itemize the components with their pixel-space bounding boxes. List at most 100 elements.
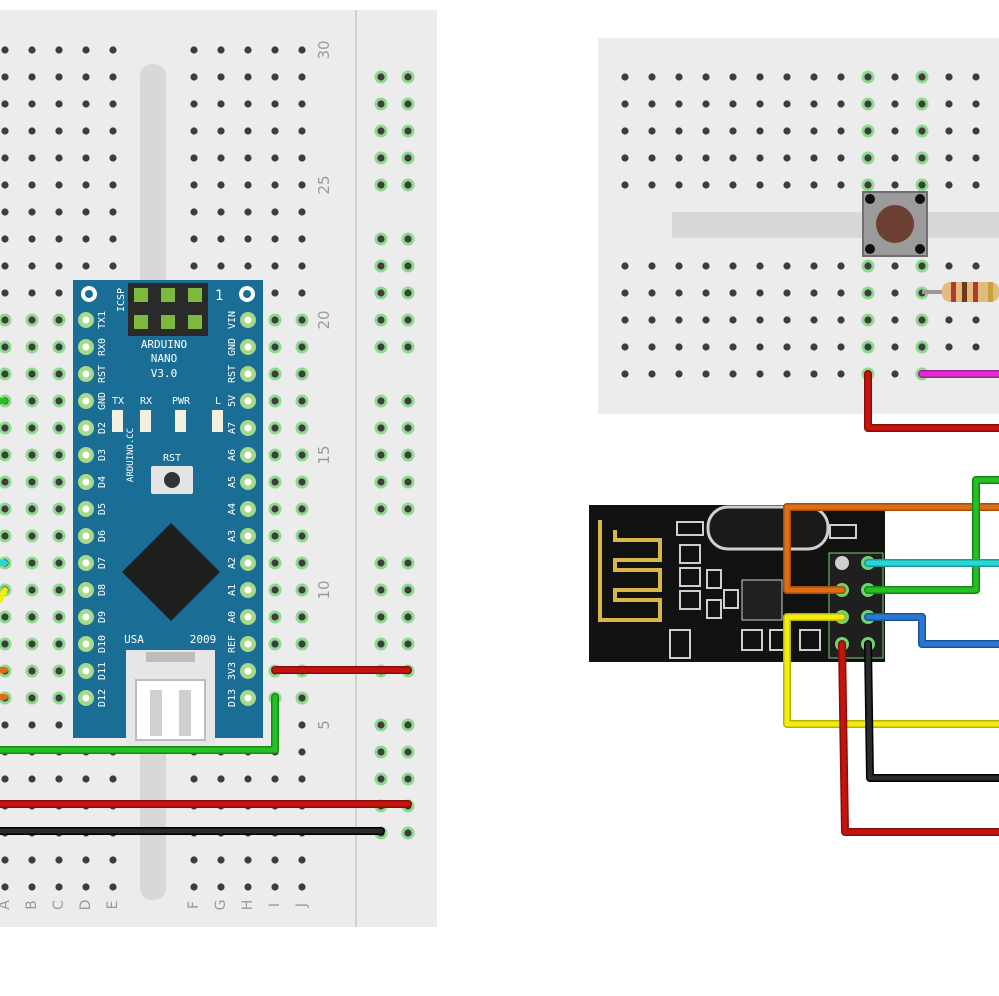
breadboard-hole bbox=[82, 208, 90, 216]
breadboard-hole bbox=[837, 127, 845, 135]
breadboard-hole bbox=[837, 154, 845, 162]
icsp-label: ICSP bbox=[116, 288, 127, 312]
power-rail-hole bbox=[377, 478, 385, 486]
breadboard-hole bbox=[217, 181, 225, 189]
wire-black-nrf bbox=[864, 640, 999, 782]
breadboard-hole bbox=[945, 181, 953, 189]
breadboard-hole bbox=[648, 262, 656, 270]
breadboard-hole bbox=[28, 775, 36, 783]
origin-label: USA bbox=[124, 633, 144, 646]
breadboard-hole bbox=[271, 451, 279, 459]
website-label: ARDUINO.CC bbox=[126, 428, 136, 482]
power-rail-hole bbox=[404, 397, 412, 405]
power-rail-hole bbox=[404, 316, 412, 324]
resistor-band-2 bbox=[962, 282, 967, 302]
breadboard-hole bbox=[271, 289, 279, 297]
breadboard-hole bbox=[918, 73, 926, 81]
power-rail-hole bbox=[404, 559, 412, 567]
breadboard-hole bbox=[55, 532, 63, 540]
breadboard-hole bbox=[271, 370, 279, 378]
breadboard-hole bbox=[271, 640, 279, 648]
breadboard-hole bbox=[891, 154, 899, 162]
power-rail-hole bbox=[377, 775, 385, 783]
breadboard-hole bbox=[55, 127, 63, 135]
breadboard-hole bbox=[298, 478, 306, 486]
breadboard-hole bbox=[837, 262, 845, 270]
breadboard-hole bbox=[648, 181, 656, 189]
power-rail-hole bbox=[377, 262, 385, 270]
breadboard-hole bbox=[55, 721, 63, 729]
power-rail-hole bbox=[377, 748, 385, 756]
breadboard-hole bbox=[298, 397, 306, 405]
column-letter-i: I bbox=[267, 903, 283, 907]
breadboard-hole bbox=[217, 100, 225, 108]
breadboard-hole bbox=[1, 775, 9, 783]
power-rail-hole bbox=[404, 613, 412, 621]
push-button[interactable] bbox=[862, 191, 928, 257]
breadboard-hole bbox=[190, 262, 198, 270]
wire-orange-nrf bbox=[783, 503, 999, 594]
breadboard-hole bbox=[244, 154, 252, 162]
power-rail-hole bbox=[377, 343, 385, 351]
breadboard-hole bbox=[28, 667, 36, 675]
breadboard-hole bbox=[82, 856, 90, 864]
column-letter-b: B bbox=[24, 900, 40, 910]
power-rail-hole bbox=[404, 721, 412, 729]
breadboard-hole bbox=[28, 559, 36, 567]
breadboard-hole bbox=[109, 46, 117, 54]
breadboard-hole bbox=[271, 235, 279, 243]
pin-label-d8: D8 bbox=[97, 584, 108, 596]
column-letter-d: D bbox=[78, 900, 94, 911]
breadboard-hole bbox=[271, 208, 279, 216]
power-rail-hole bbox=[377, 181, 385, 189]
breadboard-hole bbox=[298, 451, 306, 459]
breadboard-hole bbox=[918, 181, 926, 189]
breadboard-hole bbox=[675, 181, 683, 189]
crystal bbox=[706, 505, 830, 551]
breadboard-hole bbox=[271, 775, 279, 783]
arduino-nano: ICSP 1 TX1 RX0 RST GND D2 D3 D4 D5 D6 D7… bbox=[73, 280, 263, 746]
power-rail-hole bbox=[404, 181, 412, 189]
breadboard-hole bbox=[1, 721, 9, 729]
breadboard-hole bbox=[244, 100, 252, 108]
breadboard-hole bbox=[891, 100, 899, 108]
breadboard-hole bbox=[55, 73, 63, 81]
wire-green-left bbox=[0, 693, 279, 754]
breadboard-hole bbox=[28, 235, 36, 243]
breadboard-hole bbox=[244, 73, 252, 81]
breadboard-hole bbox=[783, 181, 791, 189]
nrf24l01-module bbox=[589, 505, 885, 662]
power-rail-hole bbox=[404, 424, 412, 432]
breadboard-hole bbox=[55, 451, 63, 459]
breadboard-hole bbox=[190, 181, 198, 189]
breadboard-hole bbox=[298, 73, 306, 81]
breadboard-hole bbox=[729, 73, 737, 81]
breadboard-hole bbox=[271, 100, 279, 108]
breadboard-hole bbox=[1, 289, 9, 297]
breadboard-hole bbox=[891, 370, 899, 378]
breadboard-hole bbox=[675, 370, 683, 378]
breadboard-hole bbox=[864, 154, 872, 162]
led-label-pwr: PWR bbox=[172, 396, 191, 407]
breadboard-hole bbox=[1, 181, 9, 189]
breadboard-hole bbox=[28, 586, 36, 594]
breadboard-hole bbox=[55, 262, 63, 270]
breadboard-hole bbox=[1, 478, 9, 486]
column-letter-j: J bbox=[294, 903, 310, 908]
breadboard-hole bbox=[271, 856, 279, 864]
wire-red-nrf bbox=[838, 640, 999, 836]
breadboard-hole bbox=[55, 181, 63, 189]
breadboard-hole bbox=[864, 289, 872, 297]
breadboard-hole bbox=[298, 316, 306, 324]
breadboard-hole bbox=[298, 424, 306, 432]
breadboard-hole bbox=[28, 343, 36, 351]
breadboard-hole bbox=[864, 127, 872, 135]
breadboard-hole bbox=[55, 775, 63, 783]
breadboard-hole bbox=[55, 424, 63, 432]
breadboard-hole bbox=[621, 289, 629, 297]
breadboard-hole bbox=[864, 100, 872, 108]
power-rail-hole bbox=[404, 451, 412, 459]
pin-label-d4: D4 bbox=[97, 476, 108, 488]
breadboard-hole bbox=[298, 262, 306, 270]
breadboard-hole bbox=[271, 46, 279, 54]
